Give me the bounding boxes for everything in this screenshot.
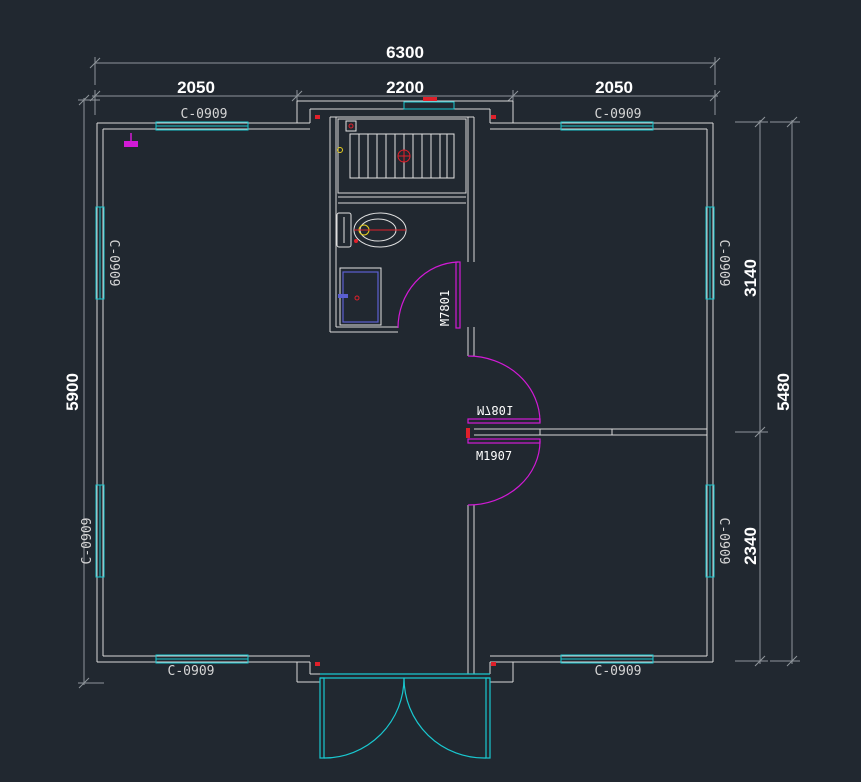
dim-right-lower: 2340 [741,527,760,565]
shower-control-icon [337,120,357,153]
door-bedroom-upper [467,355,541,424]
door-label-bathroom: M7801 [438,290,452,326]
window-label-bottom-left: C-0909 [168,664,215,679]
toilet-accent [354,239,358,243]
window-label-left-upper: C-0909 [106,240,121,287]
exterior-walls [96,100,714,683]
window-label-right-upper: C-0909 [716,240,731,287]
window-label-bottom-right: C-0909 [595,664,642,679]
dim-overall-width: 6300 [386,43,424,62]
dimension-lines [78,57,800,689]
window-label-top-left: C-0909 [181,107,228,122]
shower-tray-icon [349,133,455,179]
door-label-bedroom-upper: M7801 [477,403,513,417]
red-markers [315,97,496,666]
interior-walls [329,116,707,674]
dim-right-total: 5480 [774,373,793,411]
door-entrance [319,673,491,759]
door-bathroom [397,261,461,329]
dim-overall-height: 5900 [63,373,82,411]
door-label-bedroom-lower: M1907 [476,449,512,463]
window-label-right-lower: C-0909 [716,518,731,565]
dim-right-upper: 3140 [741,259,760,297]
wall-lamp-icon [124,133,138,147]
dim-segment-right: 2050 [595,78,633,97]
sink-icon [338,267,382,326]
window-label-left-lower: C-0909 [80,518,95,565]
toilet-icon [336,212,407,248]
dim-segment-middle: 2200 [386,78,424,97]
windows [95,101,715,664]
window-bathroom [403,101,455,110]
window-label-top-right: C-0909 [595,107,642,122]
door-bedroom-lower [467,438,541,506]
dim-segment-left: 2050 [177,78,215,97]
